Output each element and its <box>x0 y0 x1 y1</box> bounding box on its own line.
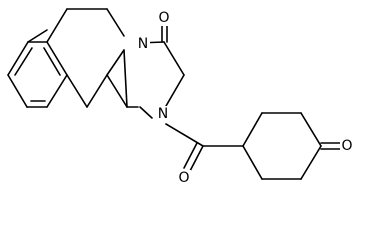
atom-label-o2: O <box>178 170 189 186</box>
bond <box>189 145 204 172</box>
double-bond-inner <box>14 47 33 76</box>
bond <box>106 49 125 76</box>
bond <box>106 74 128 108</box>
atom-n1: N <box>137 36 150 52</box>
atom-label-o1: O <box>158 10 169 26</box>
bond <box>123 49 128 108</box>
atom-o3: O <box>340 138 354 154</box>
bond <box>300 112 322 147</box>
atom-label-n2: N <box>158 106 168 122</box>
bond <box>163 41 185 76</box>
bond <box>7 41 29 76</box>
bond <box>46 41 68 76</box>
atom-o2: O <box>177 170 191 186</box>
bond <box>165 74 185 107</box>
bond <box>27 29 48 43</box>
piperidine-ring <box>46 8 125 108</box>
amide-linker <box>165 123 244 172</box>
bond <box>46 8 68 43</box>
bond <box>106 8 125 37</box>
ring-carbonyl <box>161 23 168 43</box>
bond <box>242 112 263 147</box>
pyrazinone-ring <box>106 41 185 119</box>
structure-diagram: N N O O O <box>7 8 354 186</box>
atom-label-n1: N <box>138 36 148 52</box>
bond <box>183 142 198 169</box>
double-bond-inner <box>43 47 61 76</box>
bond <box>7 74 28 108</box>
bond <box>139 106 153 119</box>
atom-n2: N <box>157 106 170 122</box>
cyclohexanone-ring <box>242 112 341 180</box>
bond <box>46 74 68 108</box>
bond <box>86 74 108 108</box>
bond <box>300 145 322 180</box>
atom-label-o3: O <box>341 138 352 154</box>
atom-o1: O <box>157 10 171 26</box>
bond <box>66 74 88 108</box>
bond <box>242 145 263 180</box>
benzene-ring <box>7 29 68 108</box>
